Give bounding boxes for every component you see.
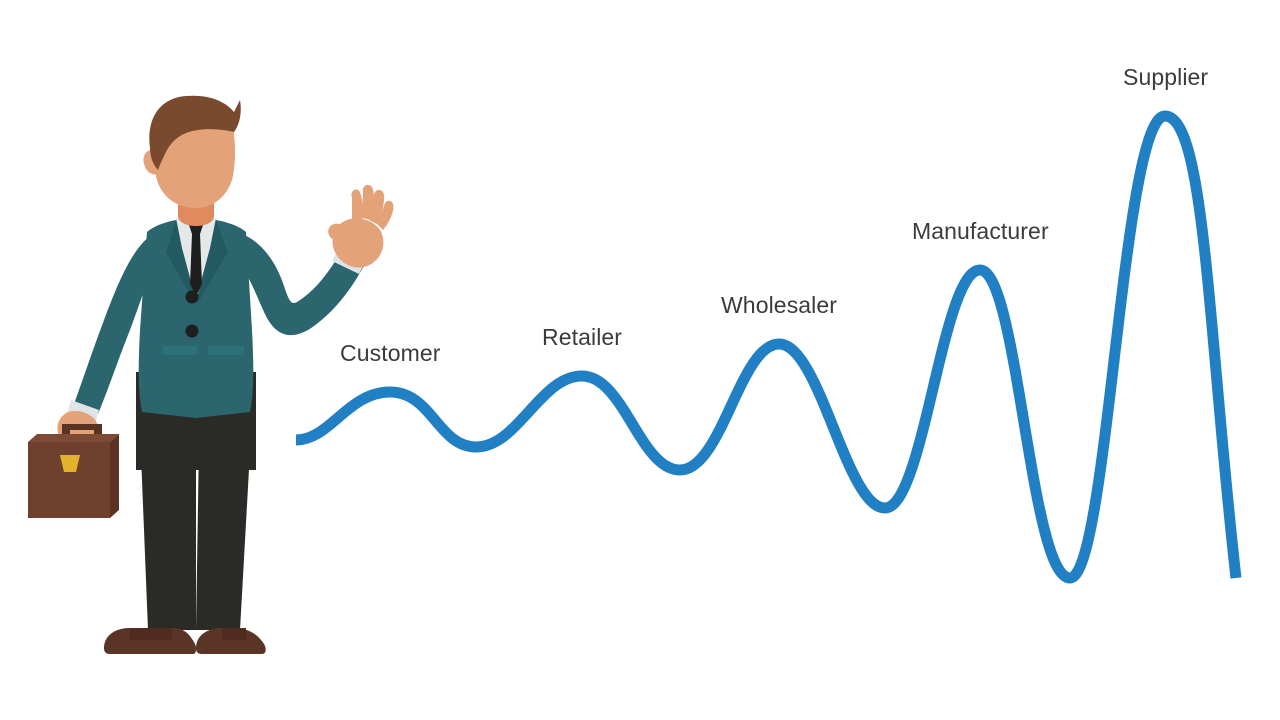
waving-hand-icon [332, 218, 384, 268]
wave-label-customer: Customer [340, 340, 441, 366]
right-arm-waving [238, 184, 394, 336]
jacket-buttons [185, 290, 199, 338]
head [143, 95, 241, 208]
wave-label-supplier: Supplier [1123, 64, 1209, 90]
shirt-and-tie [176, 218, 216, 300]
briefcase-icon [28, 424, 119, 518]
wave-line-icon [295, 110, 1242, 584]
briefcase-clasp [60, 455, 80, 472]
wave-label-manufacturer: Manufacturer [912, 218, 1049, 244]
businessman-figure [28, 95, 394, 654]
tie-body [190, 234, 202, 296]
shoes [104, 628, 266, 654]
jacket-pockets [163, 346, 244, 355]
wave-label-wholesaler: Wholesaler [721, 292, 838, 318]
wave-label-retailer: Retailer [542, 324, 623, 350]
